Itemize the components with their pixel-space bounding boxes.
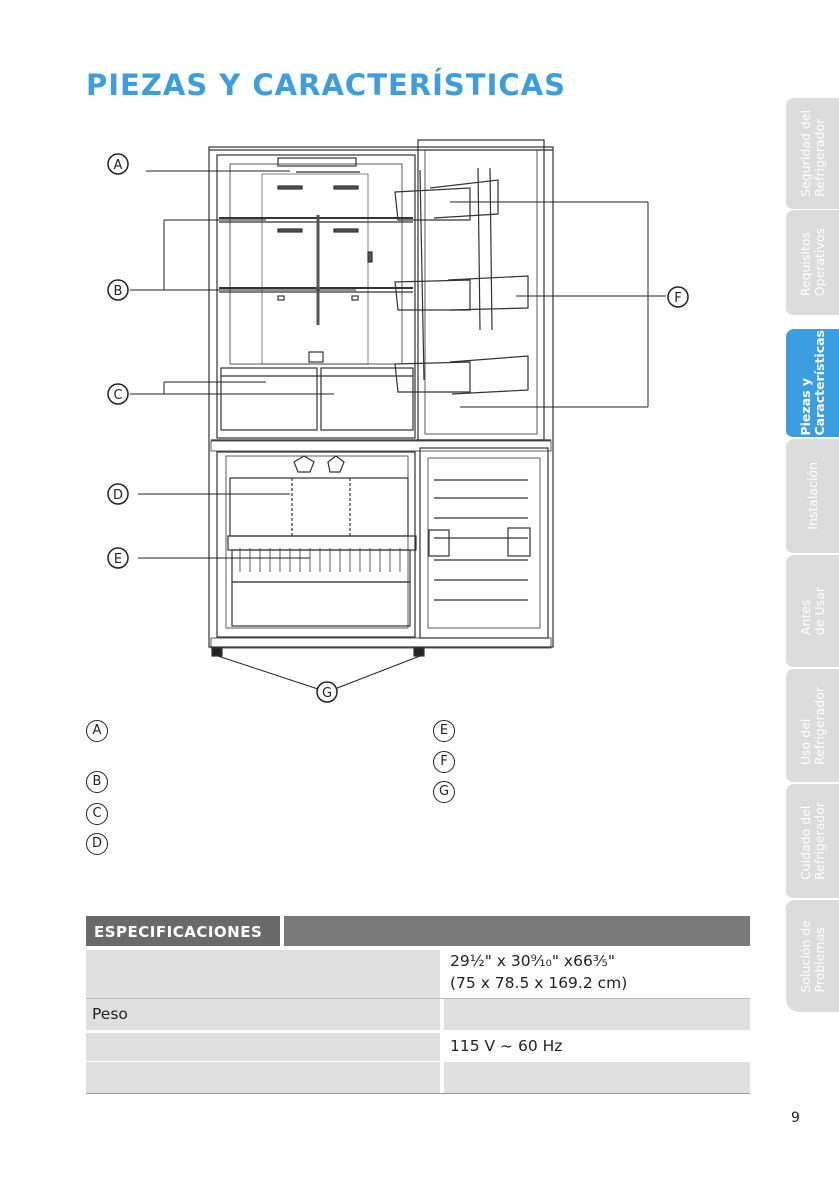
spec-value (444, 1062, 750, 1093)
freezer-door (419, 447, 549, 639)
callout-c: C (107, 383, 129, 405)
tab-seguridad[interactable]: Seguridad del Refrigerador (786, 98, 839, 211)
callout-b: B (107, 279, 129, 301)
tab-piezas[interactable]: Piezas y Características (786, 329, 839, 439)
specifications-header: ESPECIFICACIONES (86, 916, 750, 946)
table-row: 29½" x 30⁹⁄₁₀" x66⅗" (75 x 78.5 x 169.2 … (86, 946, 750, 998)
control-panel (277, 157, 357, 167)
leader-lines (130, 170, 666, 693)
callout-g: G (316, 681, 338, 703)
spec-dimensions-cm: (75 x 78.5 x 169.2 cm) (450, 974, 628, 992)
legend-a: A (86, 720, 108, 742)
crisper-left (220, 367, 318, 431)
legend-g: G (433, 781, 455, 803)
specifications-title: ESPECIFICACIONES (86, 916, 284, 946)
callout-f: F (667, 286, 689, 308)
table-row: 115 V ~ 60 Hz (86, 1031, 750, 1061)
spec-value: 29½" x 30⁹⁄₁₀" x66⅗" (75 x 78.5 x 169.2 … (444, 946, 750, 994)
page-number: 9 (791, 1110, 800, 1126)
page-title: PIEZAS Y CARACTERÍSTICAS (86, 68, 566, 102)
spec-value (444, 999, 750, 1030)
callout-d-label: D (113, 488, 123, 503)
basket-rails (239, 548, 401, 572)
callout-e-label: E (114, 552, 122, 567)
right-door (417, 139, 545, 441)
door-bins (394, 167, 529, 395)
spec-label (86, 950, 440, 998)
tab-uso[interactable]: Uso del Refrigerador (786, 669, 839, 784)
freezer-basket-lower (231, 549, 411, 627)
table-bottom-border (86, 1093, 750, 1094)
tab-instalacion[interactable]: Instalación (786, 439, 839, 555)
crisper-right (320, 367, 414, 431)
table-row: Peso (86, 998, 750, 1031)
spec-value: 115 V ~ 60 Hz (450, 1037, 563, 1055)
legend-c: C (86, 803, 108, 825)
tab-label: Solución de Problemas (797, 919, 827, 993)
callout-c-label: C (113, 388, 122, 403)
callout-f-label: F (674, 291, 681, 306)
specifications-table: ESPECIFICACIONES 29½" x 30⁹⁄₁₀" x66⅗" (7… (86, 916, 750, 1094)
tab-antes-de-usar[interactable]: Antes de Usar (786, 555, 839, 669)
freezer-basket-upper (229, 477, 409, 537)
table-row (86, 1061, 750, 1093)
freezer-compartment (216, 451, 416, 638)
left-compartment (216, 154, 416, 439)
callout-e: E (107, 547, 129, 569)
legend-f: F (433, 751, 455, 773)
tab-cuidado[interactable]: Cuidado del Refrigerador (786, 784, 839, 900)
tab-requisitos[interactable]: Requisitos Operativos (786, 210, 839, 317)
callout-a: A (107, 153, 129, 175)
tab-label: Cuidado del Refrigerador (797, 802, 827, 880)
callout-b-label: B (114, 284, 123, 299)
legend-d: D (86, 833, 108, 855)
refrigerator-diagram: A B C D E F G (107, 139, 689, 703)
tab-solucion[interactable]: Solución de Problemas (786, 900, 839, 1014)
legend-e: E (433, 720, 455, 742)
spec-label (86, 1062, 440, 1093)
legend-b: B (86, 771, 108, 793)
callout-d: D (107, 483, 129, 505)
spec-label: Peso (86, 999, 440, 1030)
spec-label (86, 1033, 440, 1061)
cabinet-outline (208, 146, 554, 648)
spec-dimensions-inches: 29½" x 30⁹⁄₁₀" x66⅗" (450, 952, 615, 970)
callout-g-label: G (322, 686, 332, 701)
callout-a-label: A (114, 158, 123, 173)
